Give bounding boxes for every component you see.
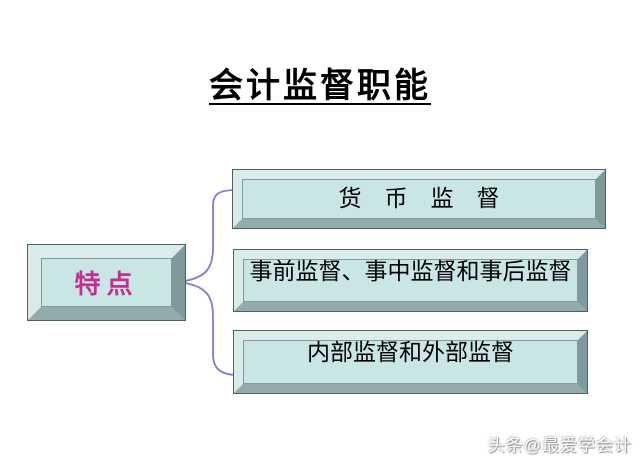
connector-top-curve [184,189,238,282]
branch-box-monetary-supervision: 货 币 监 督 [233,170,605,228]
feature-box: 特点 [28,245,185,320]
branch-box-internal-external-supervision: 内部监督和外部监督 [234,331,587,393]
branch-box-internal-external-supervision-label: 内部监督和外部监督 [307,340,514,365]
slide-title: 会计监督职能 [209,67,431,105]
watermark: 头条@最爱学会计 [487,436,632,455]
feature-box-label: 特点 [74,270,139,299]
branch-box-before-during-after-supervision-label: 事前监督、事中监督和事后监督 [249,259,572,284]
connector-bottom-curve [184,282,239,376]
branch-box-monetary-supervision-label: 货 币 监 督 [338,186,500,212]
branch-box-before-during-after-supervision: 事前监督、事中监督和事后监督 [234,250,587,311]
